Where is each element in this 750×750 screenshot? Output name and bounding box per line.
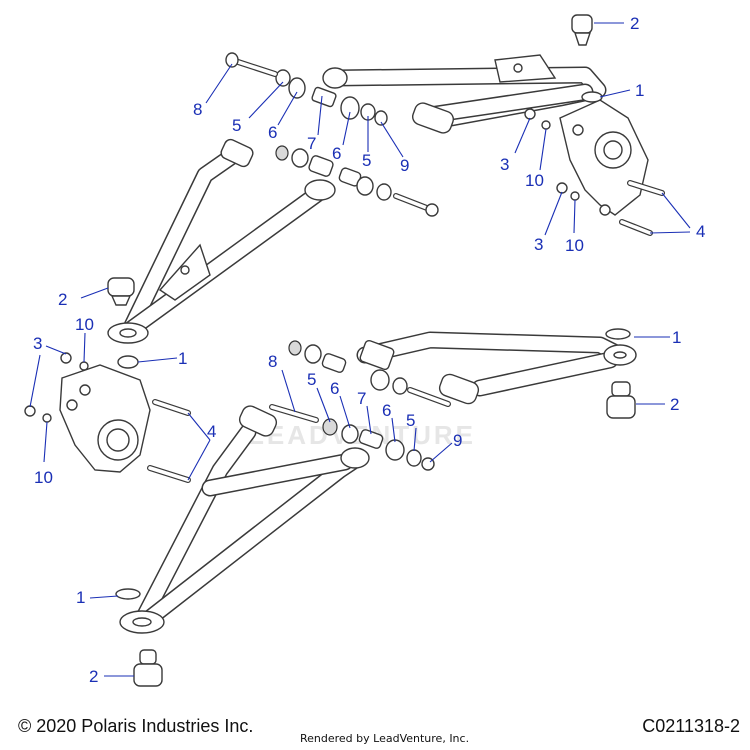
- callout-label: 2: [630, 14, 639, 33]
- callout-label: 10: [75, 315, 94, 334]
- leader-lines: [29, 22, 691, 677]
- callout-label: 10: [565, 236, 584, 255]
- bottom-a-arm: [119, 405, 370, 634]
- lower-right-bushing-group-upper: [288, 339, 451, 407]
- callout-label: 3: [534, 235, 543, 254]
- callout-label: 6: [330, 379, 339, 398]
- lower-right-ball-joint-upper: [606, 381, 636, 419]
- callout-label: 4: [207, 422, 216, 441]
- callout-label: 3: [33, 334, 42, 353]
- callout-label: 5: [362, 151, 371, 170]
- callout-label: 4: [696, 222, 705, 241]
- callout-label: 1: [76, 588, 85, 607]
- rendered-by-text: Rendered by LeadVenture, Inc.: [300, 732, 470, 745]
- callout-label: 1: [635, 81, 644, 100]
- bottom-ball-joint: [133, 649, 163, 687]
- figure-code: C0211318-2: [642, 716, 740, 736]
- copyright-text: © 2020 Polaris Industries Inc.: [18, 716, 254, 736]
- upper-right-bushing-group: [225, 52, 455, 134]
- callout-label: 10: [34, 468, 53, 487]
- lower-left-fasteners: [24, 352, 191, 483]
- callout-label: 9: [400, 156, 409, 175]
- callout-label: 10: [525, 171, 544, 190]
- callout-label: 1: [672, 328, 681, 347]
- callout-label: 6: [268, 123, 277, 142]
- upper-left-bushing-group: [275, 145, 439, 217]
- snap-rings: [115, 328, 631, 600]
- callout-label: 7: [307, 134, 316, 153]
- callout-label: 8: [268, 352, 277, 371]
- callout-label: 5: [307, 370, 316, 389]
- callout-label: 6: [332, 144, 341, 163]
- callout-label: 7: [357, 389, 366, 408]
- callout-label: 1: [178, 349, 187, 368]
- lower-left-knuckle: [59, 364, 151, 473]
- callout-label: 2: [670, 395, 679, 414]
- upper-right-knuckle: [559, 99, 649, 216]
- upper-right-a-arm: [322, 54, 607, 129]
- callout-label: 2: [58, 290, 67, 309]
- upper-left-ball-joint: [107, 277, 135, 306]
- callout-label: 3: [500, 155, 509, 174]
- upper-right-fasteners: [524, 91, 665, 236]
- callout-label: 5: [406, 411, 415, 430]
- callout-label: 2: [89, 667, 98, 686]
- callout-labels: 2 1 8 5 6 7 6 5 9 3 10 3 10 4 2 10 3 1 1…: [33, 14, 705, 686]
- callout-label: 5: [232, 116, 241, 135]
- upper-right-ball-joint: [571, 14, 593, 46]
- callout-label: 6: [382, 401, 391, 420]
- bottom-bushing-group: [269, 404, 435, 471]
- callout-label: 9: [453, 431, 462, 450]
- lower-right-a-arm: [356, 331, 637, 405]
- upper-left-a-arm: [107, 138, 336, 344]
- callout-label: 8: [193, 100, 202, 119]
